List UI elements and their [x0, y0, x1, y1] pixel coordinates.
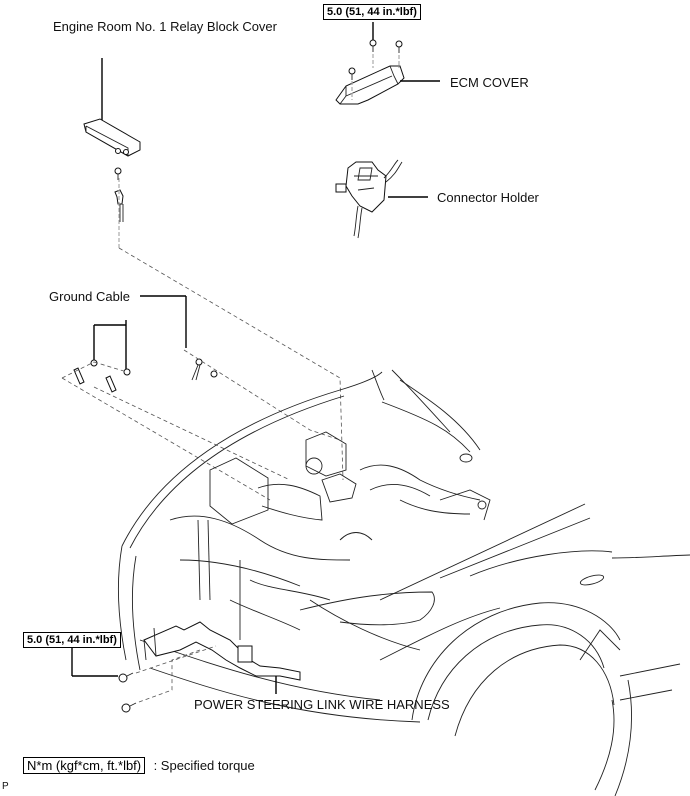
harness-torque-spec: 5.0 (51, 44 in.*lbf) — [23, 632, 121, 648]
legend-description: : Specified torque — [153, 758, 255, 773]
relay-bolt-and-terminal — [114, 167, 344, 481]
ground-cable-label: Ground Cable — [49, 289, 130, 304]
connector-holder-part — [335, 159, 428, 239]
harness-bolts — [71, 645, 217, 713]
ecm-torque-spec: 5.0 (51, 44 in.*lbf) — [323, 4, 421, 20]
figure-corner-code: P — [2, 781, 9, 792]
ground-cable-parts — [61, 295, 341, 501]
vehicle-body — [118, 369, 690, 796]
ecm-cover-label: ECM COVER — [450, 75, 529, 90]
torque-legend: N*m (kgf*cm, ft.*lbf) : Specified torque — [23, 757, 255, 775]
ecm-cover-part — [335, 22, 440, 105]
harness-label: POWER STEERING LINK WIRE HARNESS — [194, 697, 450, 712]
relay-block-cover-label: Engine Room No. 1 Relay Block Cover — [53, 19, 277, 34]
relay-block-cover-part — [83, 58, 141, 157]
legend-units-box: N*m (kgf*cm, ft.*lbf) — [23, 757, 146, 774]
connector-holder-label: Connector Holder — [437, 190, 539, 205]
